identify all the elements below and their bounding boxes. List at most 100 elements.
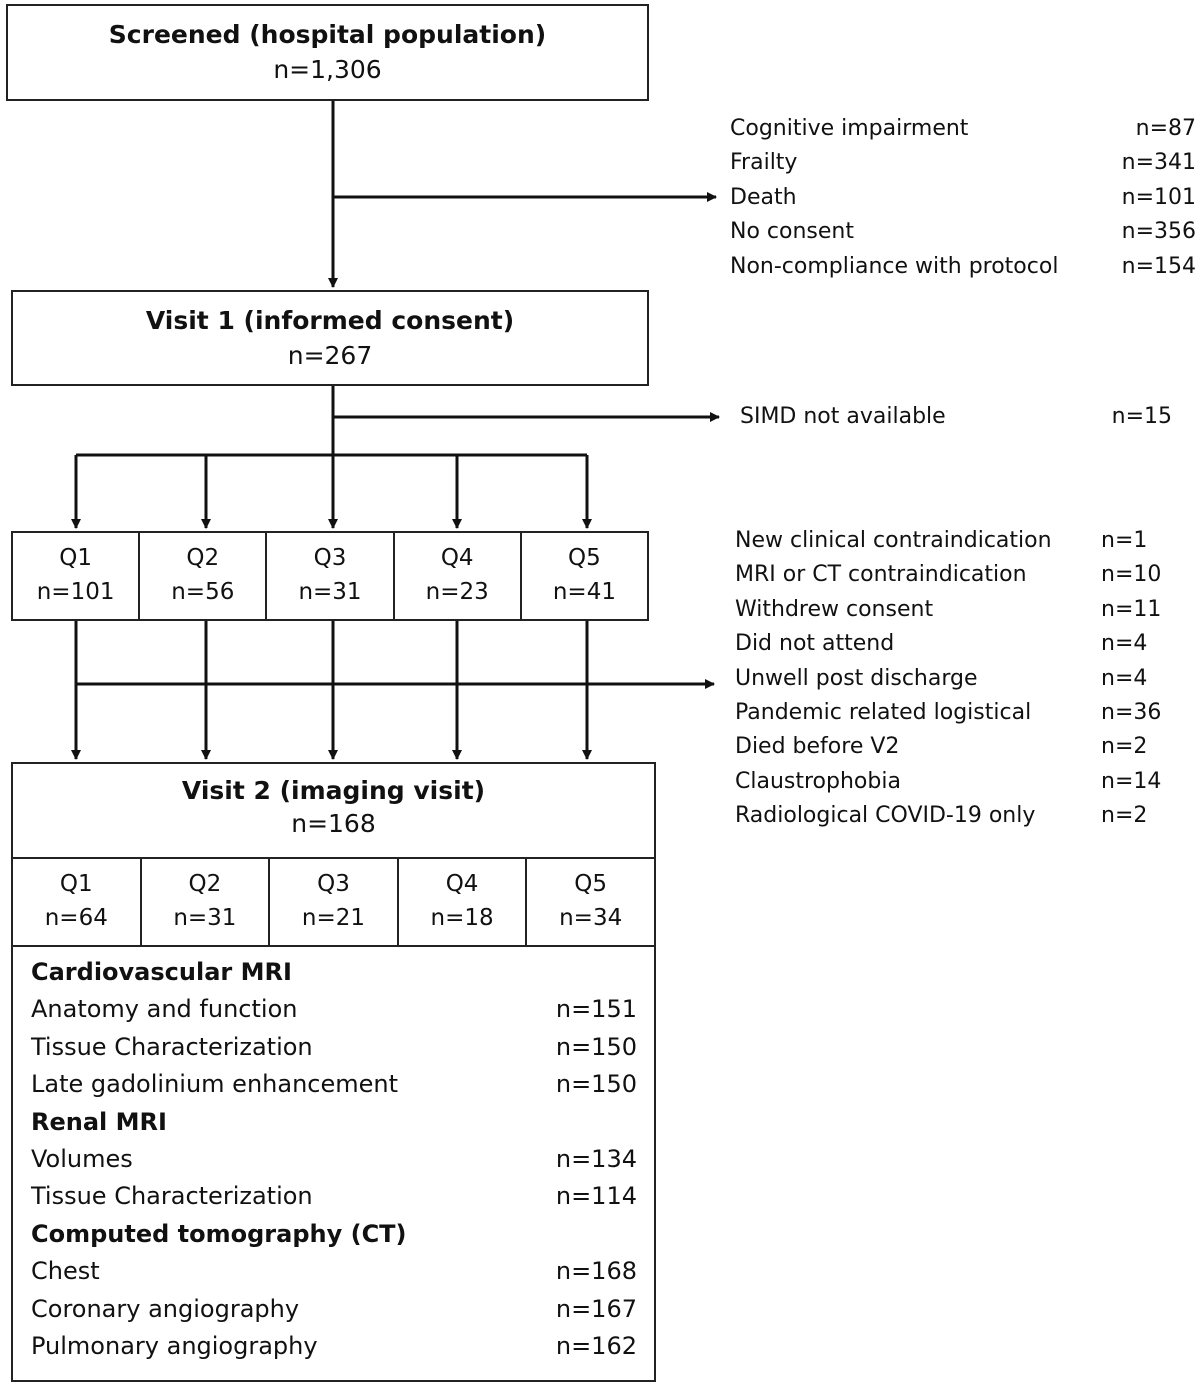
visit2-count: n=168 — [291, 809, 376, 838]
exclusion-count: n=154 — [1121, 253, 1196, 279]
exclusion-count: n=14 — [1101, 768, 1162, 794]
visit1-box: Visit 1 (informed consent) n=267 — [11, 290, 649, 386]
quintile-cell: Q1 n=101 — [11, 531, 141, 621]
result-count: n=134 — [555, 1144, 637, 1173]
quintile-label: Q1 — [59, 545, 92, 571]
result-count: n=168 — [555, 1257, 637, 1286]
quintile-count: n=31 — [173, 905, 237, 931]
exclusion-label: Cognitive impairment — [730, 116, 969, 141]
result-label: Anatomy and function — [31, 995, 298, 1024]
exclusion-item: Pandemic related logistical n=36 — [735, 696, 1162, 730]
result-row: Tissue Characterization n=150 — [31, 1029, 637, 1066]
screened-title: Screened (hospital population) — [108, 20, 547, 49]
visit1-title: Visit 1 (informed consent) — [145, 306, 515, 335]
quintile-label: Q2 — [186, 545, 220, 571]
quintile-count: n=56 — [171, 579, 235, 605]
quintile-cell: Q2 n=56 — [138, 531, 268, 621]
quintile-label: Q4 — [440, 545, 474, 571]
exclusion-count: n=87 — [1135, 116, 1196, 141]
exclusion-item: New clinical contraindication n=1 — [735, 524, 1159, 558]
exclusion-count: n=10 — [1101, 562, 1162, 588]
section-heading-renal: Renal MRI — [31, 1107, 167, 1136]
quintile-label: Q3 — [313, 545, 347, 571]
exclusion-label: No consent — [730, 219, 854, 245]
exclusion-count: n=1 — [1101, 528, 1148, 553]
quintile-count: n=41 — [552, 579, 616, 605]
exclusion-label: MRI or CT contraindication — [735, 562, 1027, 588]
section-heading-ct: Computed tomography (CT) — [31, 1219, 407, 1248]
exclusion-count: n=2 — [1101, 734, 1148, 760]
exclusion-label: Death — [730, 184, 797, 210]
exclusion-item: Claustrophobia n=14 — [735, 765, 1162, 799]
exclusion-item: Radiological COVID-19 only n=2 — [735, 799, 1159, 833]
quintile-count: n=31 — [298, 579, 362, 605]
quintile-cell: Q3 n=31 — [265, 531, 395, 621]
exclusion-label: New clinical contraindication — [735, 528, 1052, 553]
screened-box: Screened (hospital population) n=1,306 — [6, 4, 649, 101]
exclusion-item: Died before V2 n=2 — [735, 730, 1159, 764]
result-count: n=150 — [555, 1032, 637, 1061]
exclusion-item: Non-compliance with protocol n=154 — [730, 250, 1196, 284]
quintile-cell: Q2 n=31 — [139, 859, 271, 947]
result-label: Volumes — [31, 1144, 133, 1173]
exclusion-count: n=4 — [1101, 631, 1148, 657]
exclusion-count: n=4 — [1101, 665, 1148, 691]
quintile-count: n=101 — [36, 579, 115, 605]
exclusion-item: No consent n=356 — [730, 215, 1196, 249]
result-label: Tissue Characterization — [31, 1032, 313, 1061]
quintile-label: Q2 — [188, 871, 222, 897]
exclusion-label: Withdrew consent — [735, 596, 934, 622]
exclusion-count: n=15 — [1111, 404, 1172, 429]
quintile-label: Q5 — [574, 871, 608, 897]
exclusion-label: Frailty — [730, 150, 798, 176]
screened-count: n=1,306 — [273, 55, 382, 84]
result-row: Volumes n=134 — [31, 1141, 637, 1178]
result-label: Tissue Characterization — [31, 1182, 313, 1211]
result-row: Tissue Characterization n=114 — [31, 1178, 637, 1215]
quintile-count: n=64 — [44, 905, 108, 931]
quintile-count: n=18 — [430, 905, 494, 931]
exclusion-label: Radiological COVID-19 only — [735, 803, 1036, 829]
exclusion-label: SIMD not available — [740, 404, 946, 429]
result-count: n=162 — [555, 1331, 637, 1360]
exclusion-list-2: New clinical contraindication n=1 MRI or … — [735, 524, 1162, 834]
visit1-count: n=267 — [287, 341, 373, 370]
exclusion-label: Died before V2 — [735, 734, 900, 760]
result-count: n=167 — [555, 1294, 637, 1323]
exclusion-simd: SIMD not available n=15 — [740, 400, 1172, 434]
result-count: n=114 — [555, 1182, 637, 1211]
exclusion-label: Pandemic related logistical — [735, 700, 1032, 726]
exclusion-item: MRI or CT contraindication n=10 — [735, 558, 1162, 592]
exclusion-label: Non-compliance with protocol — [730, 253, 1059, 279]
quintile-count: n=23 — [425, 579, 489, 605]
exclusion-count: n=356 — [1121, 219, 1196, 245]
quintile-label: Q3 — [317, 871, 350, 897]
exclusion-count: n=2 — [1101, 803, 1148, 829]
result-label: Chest — [31, 1257, 100, 1286]
exclusion-label: Claustrophobia — [735, 768, 901, 794]
exclusion-item: Cognitive impairment n=87 — [730, 112, 1196, 146]
quintile-cell: Q4 n=23 — [392, 531, 522, 621]
visit2-title: Visit 2 (imaging visit) — [181, 776, 486, 805]
exclusion-count: n=36 — [1101, 700, 1162, 726]
